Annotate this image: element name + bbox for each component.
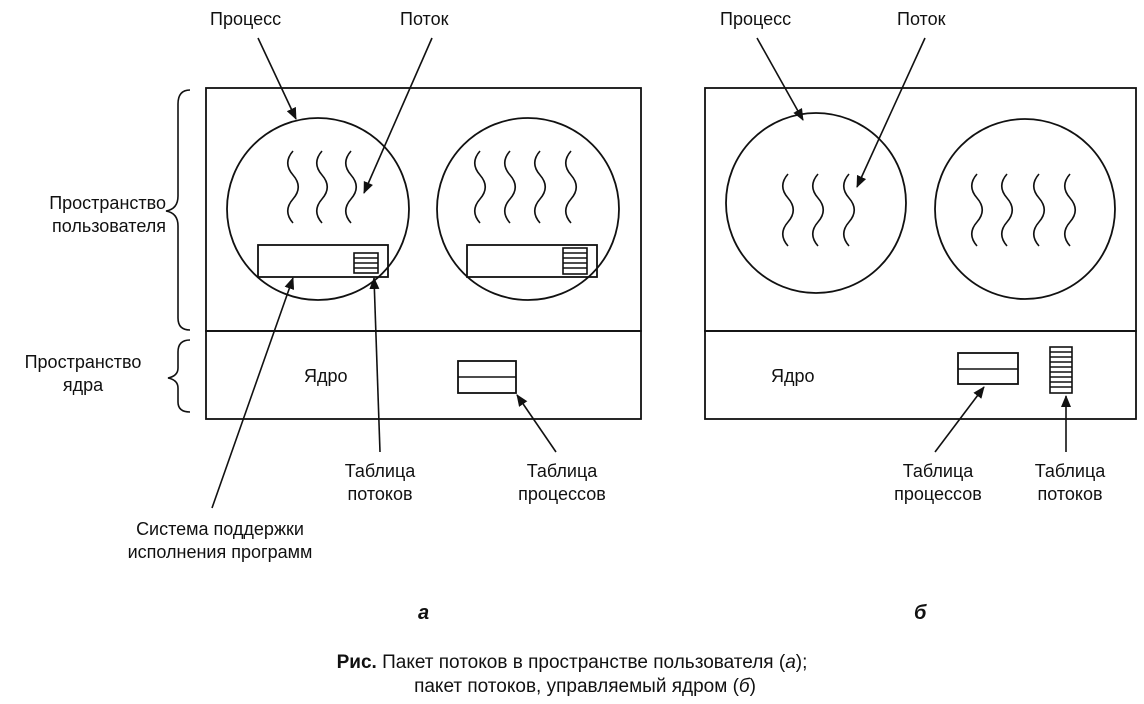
threads-a2 bbox=[473, 150, 578, 224]
runtime-system-box-a2 bbox=[466, 244, 598, 278]
process-table-label-b-line2: процессов bbox=[894, 484, 982, 504]
thread-table-label-b-line1: Таблица bbox=[1034, 461, 1106, 481]
process-circle-a1 bbox=[226, 117, 410, 301]
caption-line2-end: ) bbox=[749, 676, 756, 697]
threads-b1 bbox=[781, 173, 856, 247]
sublabel-a: а bbox=[418, 602, 430, 624]
process-circle-b2 bbox=[934, 118, 1116, 300]
runtime-system-box-a1 bbox=[257, 244, 389, 278]
caption-line2-text: пакет потоков, управляемый ядром ( bbox=[414, 676, 739, 697]
thread-label-b: Поток bbox=[897, 9, 946, 29]
sublabel-b: б bbox=[914, 602, 927, 624]
process-label-b: Процесс bbox=[720, 9, 792, 29]
thread-table-label-b: Таблица потоков bbox=[1000, 460, 1140, 506]
user-space-brace bbox=[165, 89, 191, 331]
caption-prefix: Рис. bbox=[336, 652, 377, 673]
kernel-space-label: Пространство ядра bbox=[0, 351, 166, 397]
thread-table-label-b-line2: потоков bbox=[1037, 484, 1103, 504]
kernel-space-box-a bbox=[205, 330, 642, 420]
user-space-box-b bbox=[704, 87, 1137, 332]
runtime-system-label-line2: исполнения программ bbox=[127, 542, 313, 562]
arrow-thread-b bbox=[856, 37, 926, 188]
caption-line2-letter: б bbox=[738, 676, 750, 697]
figure-caption: Рис. Пакет потоков в пространстве пользо… bbox=[0, 651, 1144, 699]
diagram-a bbox=[165, 37, 642, 509]
thread-label-a: Поток bbox=[400, 9, 449, 29]
caption-line1-end: ); bbox=[795, 652, 808, 673]
thread-table-label-a-line2: потоков bbox=[347, 484, 413, 504]
process-table-label-a-line1: Таблица bbox=[526, 461, 598, 481]
arrow-process-table-b bbox=[934, 386, 985, 453]
caption-line1-text: Пакет потоков в пространстве пользовател… bbox=[376, 652, 786, 673]
thread-table-label-a: Таблица потоков bbox=[310, 460, 450, 506]
user-space-label-line2: пользователя bbox=[52, 216, 166, 236]
process-table-label-b: Таблица процессов bbox=[868, 460, 1008, 506]
arrow-runtime-a bbox=[211, 277, 295, 509]
kernel-label-a: Ядро bbox=[304, 366, 348, 386]
caption-line1-letter: а bbox=[785, 652, 796, 673]
arrow-process-table-a bbox=[516, 394, 557, 453]
arrow-thread-a bbox=[363, 37, 433, 194]
kernel-space-brace bbox=[167, 339, 191, 413]
process-table-label-a: Таблица процессов bbox=[492, 460, 632, 506]
process-label-a: Процесс bbox=[210, 9, 282, 29]
runtime-system-label-line1: Система поддержки bbox=[136, 519, 304, 539]
arrow-process-a bbox=[257, 37, 297, 120]
caption-line2: пакет потоков, управляемый ядром (б) bbox=[0, 675, 1144, 699]
kernel-space-label-line2: ядра bbox=[62, 375, 104, 395]
diagram-b bbox=[704, 37, 1137, 453]
runtime-system-label: Система поддержки исполнения программ bbox=[90, 518, 350, 564]
arrow-thread-table-a bbox=[369, 277, 381, 453]
kernel-space-box-b bbox=[704, 330, 1137, 420]
process-circle-b1 bbox=[725, 112, 907, 294]
thread-table-b bbox=[1049, 346, 1073, 394]
user-space-label: Пространство пользователя bbox=[0, 192, 166, 238]
caption-line1: Рис. Пакет потоков в пространстве пользо… bbox=[0, 651, 1144, 675]
thread-table-label-a-line1: Таблица bbox=[344, 461, 416, 481]
process-table-label-a-line2: процессов bbox=[518, 484, 606, 504]
process-circle-a2 bbox=[436, 117, 620, 301]
kernel-label-b: Ядро bbox=[771, 366, 815, 386]
kernel-space-label-line1: Пространство bbox=[24, 352, 142, 372]
arrow-process-b bbox=[756, 37, 804, 121]
process-table-label-b-line1: Таблица bbox=[902, 461, 974, 481]
thread-table-a2 bbox=[562, 247, 588, 275]
user-space-label-line1: Пространство bbox=[49, 193, 166, 213]
threads-b2 bbox=[970, 173, 1077, 247]
threads-a1 bbox=[286, 150, 358, 224]
user-space-box-a bbox=[205, 87, 642, 332]
